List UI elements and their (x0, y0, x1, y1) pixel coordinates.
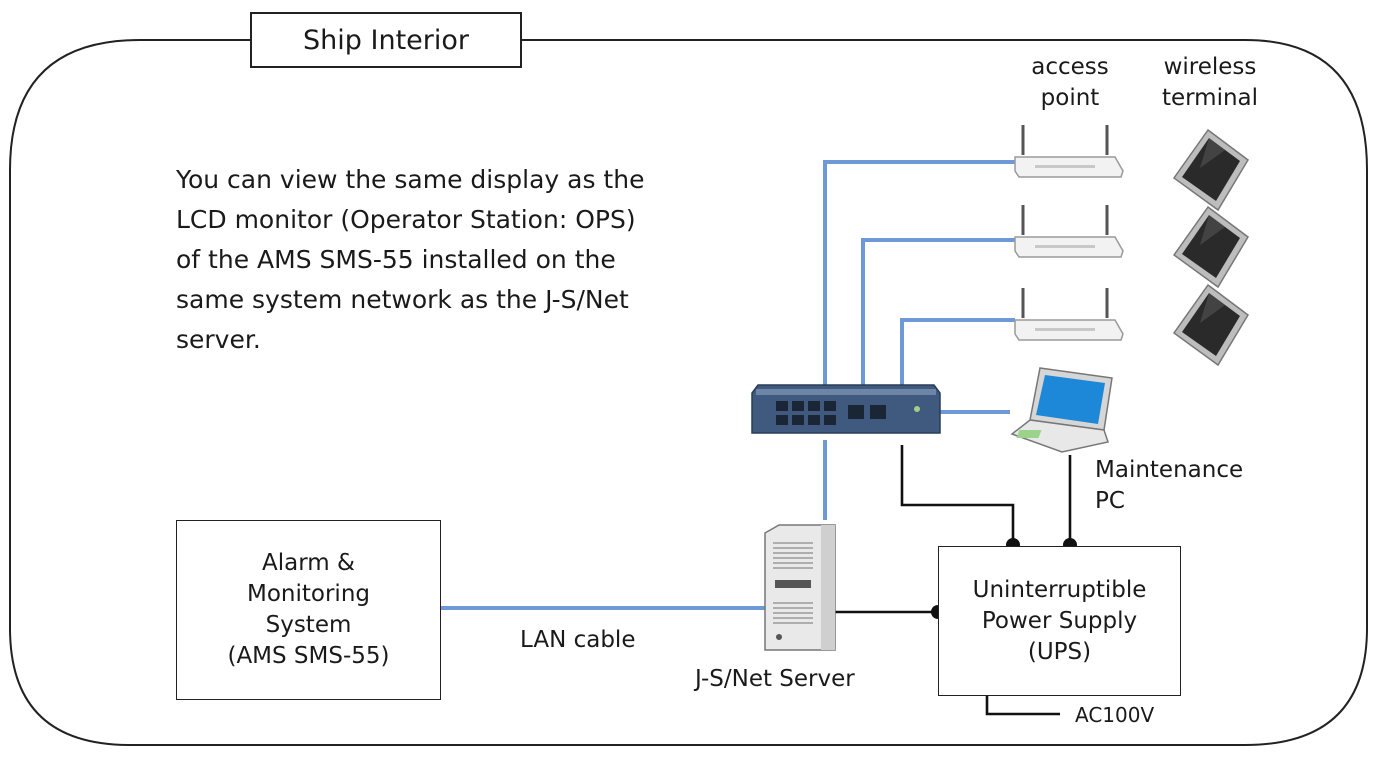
ups-box: Uninterruptible Power Supply (UPS) (938, 546, 1181, 696)
lan-line-ap2 (861, 238, 1015, 395)
wireless-terminal-icon (1172, 128, 1249, 212)
wireless-terminal-icon (1172, 283, 1249, 367)
ams-system-box: Alarm & Monitoring System (AMS SMS-55) (176, 520, 441, 700)
ups-box-line: Power Supply (981, 607, 1138, 634)
server-label: J-S/Net Server (695, 666, 855, 692)
lan-line-ap1 (823, 160, 1015, 395)
access-point-label: access point (1031, 54, 1109, 111)
access-point-icon (1014, 288, 1124, 341)
maintenance-pc-icon (1010, 367, 1113, 453)
description-line: You can view the same display as the (176, 165, 645, 194)
network-switch-icon (751, 384, 941, 434)
description-line: LCD monitor (Operator Station: OPS) (176, 205, 636, 234)
ams-box-line: Monitoring (247, 581, 370, 607)
maintenance-pc-label: Maintenance PC (1095, 457, 1244, 514)
lan-lines (440, 160, 1015, 610)
ship-interior-frame (9, 39, 1368, 746)
power-source-label: AC100V (1075, 703, 1155, 727)
power-line-ac (985, 696, 1060, 716)
ams-box-line: Alarm & (262, 550, 355, 576)
power-line-switch-ups (900, 445, 1015, 545)
ams-box-line: (AMS SMS-55) (227, 643, 390, 669)
description-line: same system network as the J-S/Net (176, 285, 629, 314)
server-tower-icon (764, 524, 836, 651)
access-point-icon (1014, 205, 1124, 258)
wireless-terminal-icon (1172, 205, 1249, 289)
access-point-icon (1014, 125, 1124, 178)
ups-box-line: (UPS) (1027, 638, 1092, 665)
ams-box-line: System (265, 612, 352, 638)
lan-line-ap3 (900, 318, 1015, 395)
power-lines (835, 445, 1072, 716)
wireless-terminal-label: wireless terminal (1161, 54, 1259, 111)
description-text: You can view the same display as the LCD… (176, 160, 736, 360)
ups-box-line: Uninterruptible (972, 576, 1147, 603)
description-line: of the AMS SMS-55 installed on the (176, 245, 616, 274)
diagram-title: Ship Interior (250, 12, 522, 68)
description-line: server. (176, 325, 261, 354)
lan-cable-label: LAN cable (520, 627, 636, 653)
